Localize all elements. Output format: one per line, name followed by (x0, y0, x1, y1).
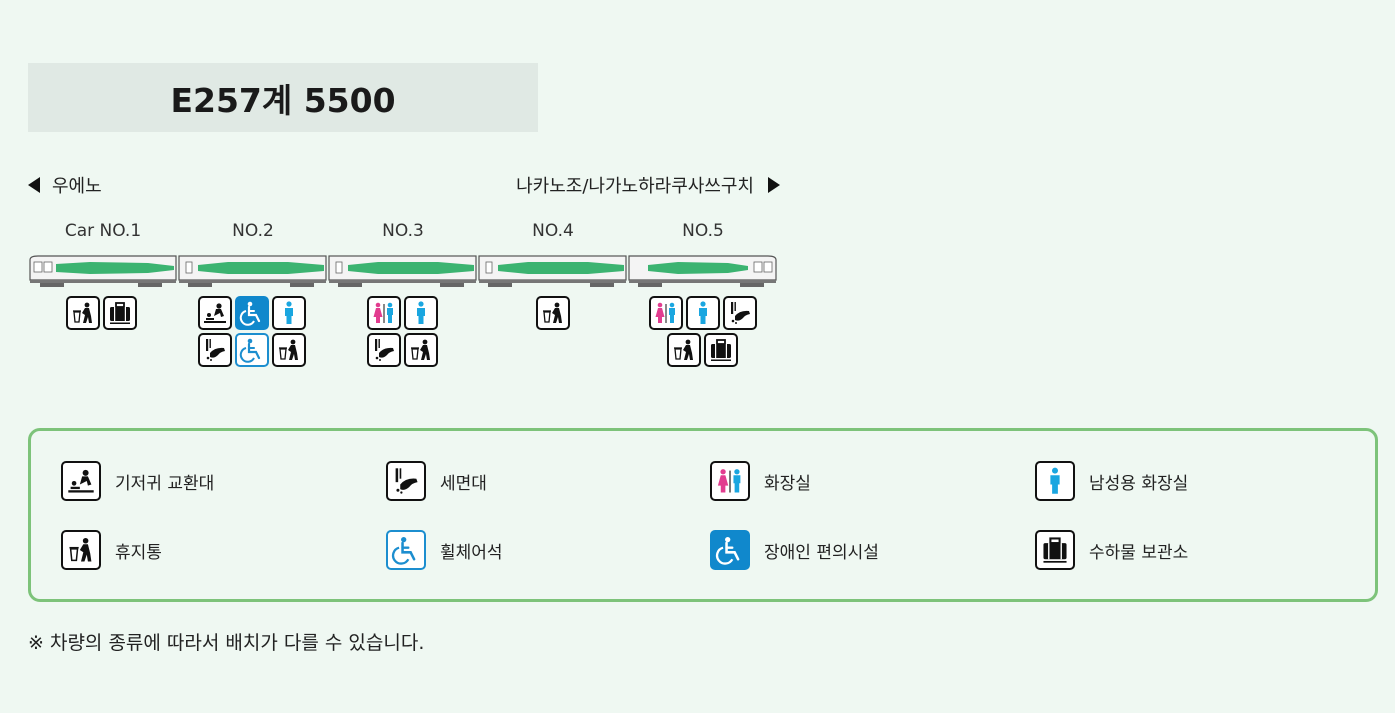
toilet-icon (710, 461, 750, 501)
wheelchair-space-icon (386, 530, 426, 570)
legend-label: 휠체어석 (440, 542, 503, 563)
legend-label: 세면대 (440, 473, 487, 494)
car-label-3: NO.3 (382, 221, 424, 241)
direction-right-label: 나카노조/나가노하라쿠사쓰구치 (516, 176, 754, 197)
car-1-icons-row-1 (66, 296, 137, 330)
washbasin-icon (367, 333, 401, 367)
trash-icon (536, 296, 570, 330)
legend-label: 장애인 편의시설 (764, 542, 879, 563)
car-label-1: Car NO.1 (64, 221, 142, 241)
washbasin-icon (198, 333, 232, 367)
luggage-icon (103, 296, 137, 330)
direction-left-label: 우에노 (52, 176, 102, 197)
car-label-5: NO.5 (682, 221, 724, 241)
legend-label: 남성용 화장실 (1089, 473, 1189, 494)
diaper-icon (198, 296, 232, 330)
mens-toilet-icon (686, 296, 720, 330)
direction-left: 우에노 (28, 172, 102, 198)
trash-icon (667, 333, 701, 367)
car-2-icons-row-1 (198, 296, 306, 330)
legend-box: 기저귀 교환대 세면대 화장실 남성용 화장실 휴지통 휠체어석 장애인 편의시… (28, 428, 1378, 602)
legend-item-trash: 휴지통 (61, 530, 162, 570)
mens-toilet-icon (1035, 461, 1075, 501)
legend-item-luggage: 수하물 보관소 (1035, 530, 1188, 570)
accessible-toilet-icon (235, 296, 269, 330)
luggage-icon (1035, 530, 1075, 570)
car-label-4: NO.4 (532, 221, 574, 241)
car-5-icons-row-1 (649, 296, 757, 330)
footnote: ※ 차량의 종류에 따라서 배치가 다를 수 있습니다. (28, 632, 425, 654)
train-diagram (29, 255, 777, 287)
legend-item-accessible: 장애인 편의시설 (710, 530, 879, 570)
train-car-3 (328, 255, 477, 287)
title-banner: E257계 5500 (28, 63, 538, 132)
train-car-5 (628, 255, 777, 287)
diaper-icon (61, 461, 101, 501)
legend-item-wheelchair-space: 휠체어석 (386, 530, 503, 570)
trash-icon (61, 530, 101, 570)
legend-item-mens-toilet: 남성용 화장실 (1035, 461, 1188, 501)
trash-icon (66, 296, 100, 330)
luggage-icon (704, 333, 738, 367)
legend-item-toilet: 화장실 (710, 461, 811, 501)
train-car-1 (29, 255, 177, 287)
toilet-icon (649, 296, 683, 330)
legend-label: 휴지통 (115, 542, 162, 563)
arrow-right-icon (768, 177, 780, 193)
wheelchair-space-icon (235, 333, 269, 367)
legend-item-diaper: 기저귀 교환대 (61, 461, 214, 501)
trash-icon (272, 333, 306, 367)
car-2-icons-row-2 (198, 333, 306, 367)
accessible-toilet-icon (710, 530, 750, 570)
trash-icon (404, 333, 438, 367)
car-4-icons-row-1 (536, 296, 570, 330)
toilet-icon (367, 296, 401, 330)
train-car-2 (178, 255, 327, 287)
train-car-4 (478, 255, 627, 287)
washbasin-icon (723, 296, 757, 330)
page-title: E257계 5500 (170, 80, 396, 120)
legend-label: 화장실 (764, 473, 811, 494)
direction-right: 나카노조/나가노하라쿠사쓰구치 (470, 172, 780, 198)
legend-label: 기저귀 교환대 (115, 473, 215, 494)
car-3-icons-row-1 (367, 296, 438, 330)
washbasin-icon (386, 461, 426, 501)
car-5-icons-row-2 (667, 333, 738, 367)
mens-toilet-icon (272, 296, 306, 330)
car-label-2: NO.2 (232, 221, 274, 241)
mens-toilet-icon (404, 296, 438, 330)
car-3-icons-row-2 (367, 333, 438, 367)
legend-item-washbasin: 세면대 (386, 461, 487, 501)
arrow-left-icon (28, 177, 40, 193)
legend-label: 수하물 보관소 (1089, 542, 1189, 563)
